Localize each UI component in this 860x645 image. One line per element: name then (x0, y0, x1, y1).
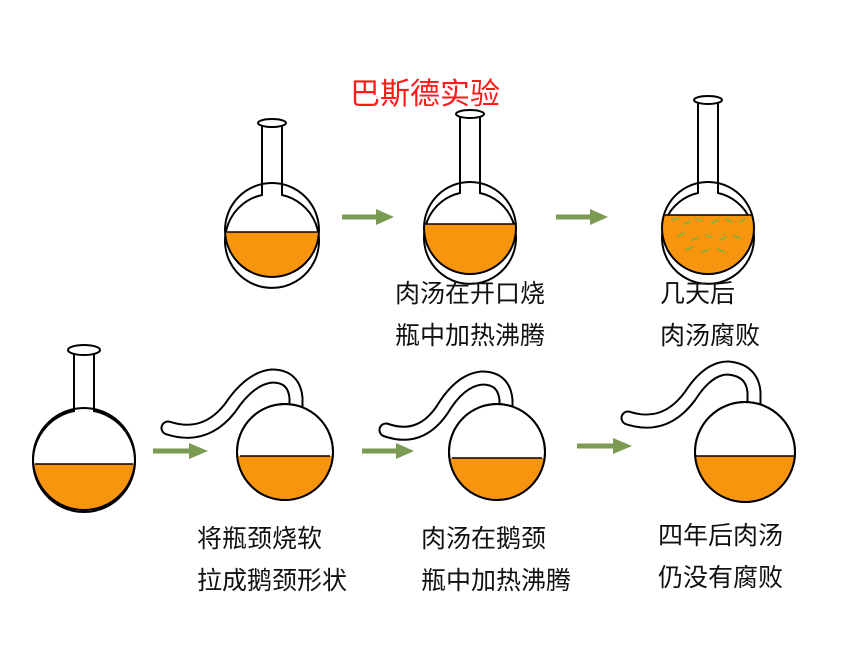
swan-neck-flask-1 (160, 368, 334, 501)
flask-boiling-broth (423, 109, 517, 285)
label-reshape-neck-line2: 拉成鹅颈形状 (197, 566, 347, 595)
swan-neck-flask-3 (620, 360, 796, 503)
arrow-right-icon (362, 443, 414, 459)
arrow-right-icon (556, 209, 608, 225)
flask-start (32, 344, 136, 513)
label-four-years-line1: 四年后肉汤 (658, 521, 783, 550)
flask-open-broth (224, 118, 320, 289)
label-four-years-line2: 仍没有腐败 (658, 563, 783, 592)
label-spoiled-line2: 肉汤腐败 (660, 321, 760, 350)
flask-spoiled-broth (661, 95, 755, 285)
microbes (671, 217, 746, 253)
label-open-flask-boiling-line2: 瓶中加热沸腾 (395, 321, 545, 350)
label-reshape-neck-line1: 将瓶颈烧软 (197, 524, 322, 553)
arrow-right-icon (153, 443, 208, 459)
diagram-title: 巴斯德实验 (350, 77, 500, 112)
label-spoiled-line1: 几天后 (660, 279, 735, 308)
arrow-right-icon (577, 438, 632, 454)
label-swan-boiling-line1: 肉汤在鹅颈 (421, 524, 546, 553)
swan-neck-flask-2 (378, 370, 546, 501)
label-open-flask-boiling-line1: 肉汤在开口烧 (395, 279, 545, 308)
arrow-right-icon (342, 209, 394, 225)
label-swan-boiling-line2: 瓶中加热沸腾 (421, 566, 571, 595)
